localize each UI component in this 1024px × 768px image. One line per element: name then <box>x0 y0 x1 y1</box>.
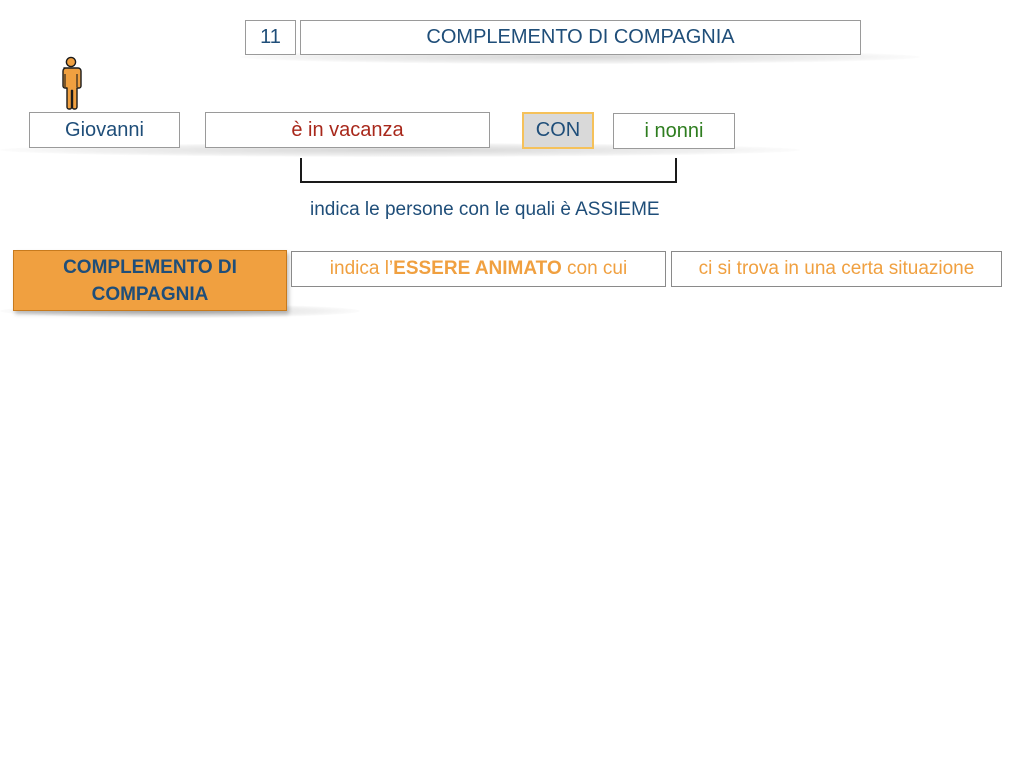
complement-box: i nonni <box>613 113 735 149</box>
definition-prefix: indica l’ <box>329 258 394 279</box>
slide-number: 11 <box>245 20 296 55</box>
bracket-connector <box>300 158 677 183</box>
definition-part-1: indica l’ESSERE ANIMATO con cui <box>291 251 666 287</box>
sentence-shadow <box>0 143 800 157</box>
slide-title: COMPLEMENTO DI COMPAGNIA <box>300 20 861 55</box>
preposition-box: CON <box>522 112 594 149</box>
person-icon <box>62 56 82 110</box>
definition-suffix: con cui <box>561 258 628 279</box>
explanation-text: indica le persone con le quali è ASSIEME <box>310 199 660 220</box>
definition-bold: ESSERE ANIMATO <box>393 258 562 279</box>
predicate-box: è in vacanza <box>205 112 490 148</box>
complement-label: COMPLEMENTO DI COMPAGNIA <box>13 250 287 311</box>
definition-part-2: ci si trova in una certa situazione <box>671 251 1002 287</box>
subject-box: Giovanni <box>29 112 180 148</box>
